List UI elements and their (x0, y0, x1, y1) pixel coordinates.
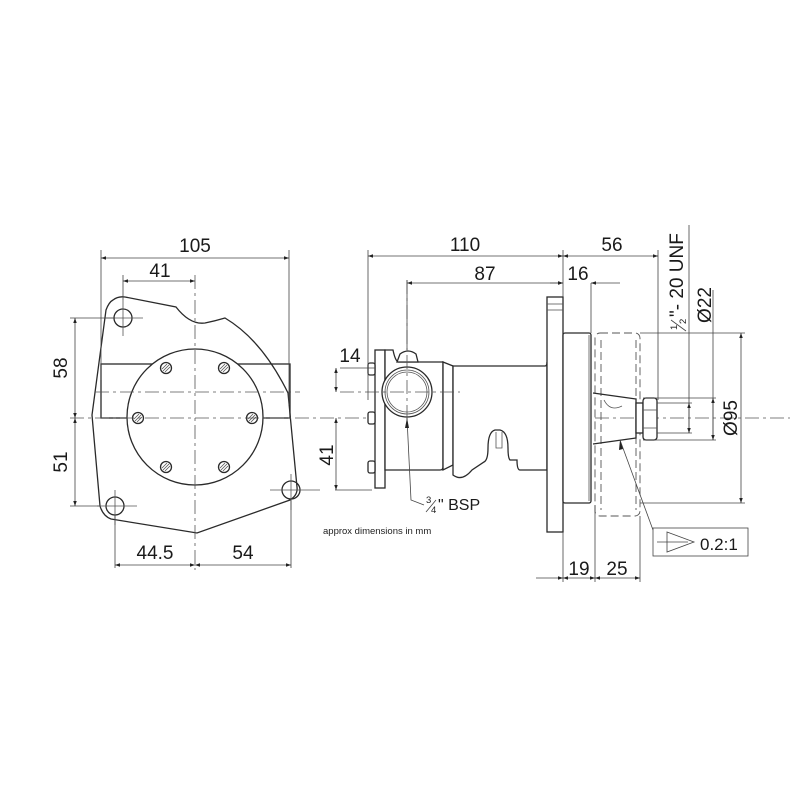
svg-text:2: 2 (678, 319, 689, 324)
svg-text:"- 20 UNF: "- 20 UNF (667, 233, 688, 317)
taper-callout-box (652, 527, 749, 557)
dim-lower-height: 51 (51, 451, 72, 472)
dim-overall-length: 110 (450, 235, 480, 256)
cover-screws (131, 361, 259, 474)
thread-spec-label: 1 2 "- 20 UNF (667, 233, 689, 332)
pulley-hub-hidden (594, 332, 641, 517)
dim-bottom-left-offset: 44.5 (137, 543, 174, 564)
side-view: 110 87 56 16 14 41 3 4 " BSP approx dim (317, 225, 749, 582)
dim-overall-width: 105 (179, 236, 211, 257)
svg-text:1: 1 (669, 325, 680, 330)
end-cover-plate (374, 349, 386, 489)
dim-port-offset-top: 14 (339, 346, 361, 367)
dim-port-offset-lower: 41 (317, 444, 338, 465)
taper-icon (666, 531, 696, 553)
front-view: 105 41 58 51 44.5 54 (51, 236, 790, 570)
dim-bottom-right-offset: 54 (232, 543, 254, 564)
dim-top-hole-offset: 41 (149, 261, 170, 282)
bearing-housing (452, 361, 548, 479)
taper-ratio: 0.2:1 (700, 535, 738, 554)
svg-text:3: 3 (426, 495, 431, 506)
dim-hub-width-b: 25 (606, 559, 627, 580)
dim-port-to-flange: 87 (474, 264, 495, 285)
dim-shaft-diameter: Ø22 (695, 287, 716, 323)
tapered-shaft (592, 392, 637, 445)
svg-text:4: 4 (431, 505, 436, 516)
dim-shaft-projection: 56 (601, 235, 622, 256)
port-thread-label: 3 4 " BSP (425, 495, 480, 516)
dim-flange-thickness: 16 (567, 264, 588, 285)
mounting-flange (546, 296, 564, 533)
dim-pulley-diameter: Ø95 (721, 400, 742, 436)
mounting-plate-outline (91, 296, 298, 534)
svg-text:" BSP: " BSP (438, 497, 480, 514)
flange-spigot (562, 332, 592, 504)
approx-dimensions-note: approx dimensions in mm (323, 526, 431, 537)
dim-hub-width-a: 19 (568, 559, 589, 580)
dim-upper-height: 58 (51, 357, 72, 378)
shaft-nut (642, 397, 658, 441)
